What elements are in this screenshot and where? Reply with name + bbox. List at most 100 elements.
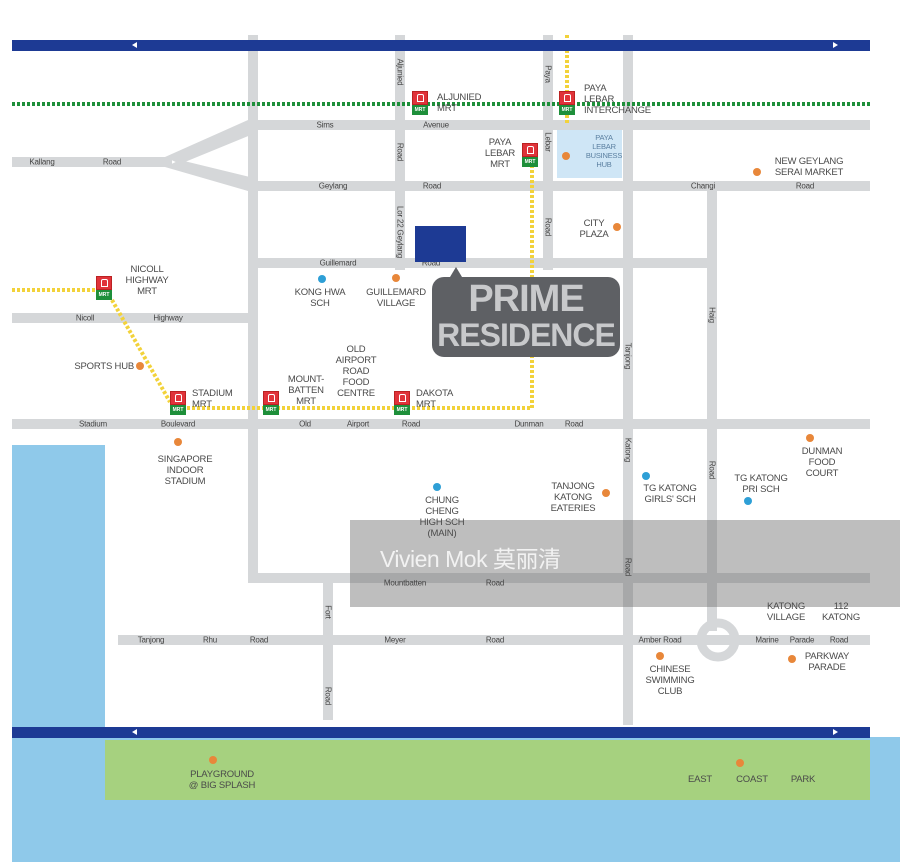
road-label: Road — [829, 635, 849, 645]
place-label-parkway-parade: PARKWAY PARADE — [804, 651, 850, 673]
road-label: Road — [485, 635, 505, 645]
place-label-kong-hwa-sch: KONG HWA SCH — [294, 287, 346, 309]
place-dot — [753, 168, 761, 176]
mrt-label-aljunied: ALJUNIED MRT — [437, 92, 482, 114]
road-label: Road — [323, 686, 333, 706]
road-label: Road — [422, 181, 442, 191]
watermark-text: Vivien Mok 莫丽清 — [380, 546, 561, 572]
place-dot — [392, 274, 400, 282]
place-dot — [602, 489, 610, 497]
road-label: Road — [102, 157, 122, 167]
road-label: Airport — [346, 419, 370, 429]
road-label: Nicoll — [75, 313, 95, 323]
road-label: Road — [543, 217, 553, 237]
mrt-label-mountbatten: MOUNT- BATTEN MRT — [287, 374, 325, 407]
place-dot — [613, 223, 621, 231]
place-dot — [788, 655, 796, 663]
road-label: Avenue — [423, 120, 449, 130]
place-label-east-coast-park: COAST — [736, 774, 768, 785]
place-label-tg-katong-girls-sch: TG KATONG GIRLS' SCH — [643, 483, 697, 505]
place-label-chinese-swimming-club: CHINESE SWIMMING CLUB — [645, 664, 695, 697]
place-label-city-plaza: CITY PLAZA — [579, 218, 609, 240]
road-label: Lebar — [543, 132, 553, 152]
road-label: Lor 22 Geylang — [395, 206, 405, 258]
mrt-label-paya-lebar: PAYA LEBAR MRT — [484, 137, 516, 170]
place-dot — [209, 756, 217, 764]
school-dot — [318, 275, 326, 283]
logo-line-1: PRIME — [468, 278, 584, 320]
roads — [12, 35, 870, 725]
mrt-label-paya-lebar-interchange: PAYA LEBAR INTERCHANGE — [584, 83, 651, 116]
expressways — [12, 40, 870, 738]
place-label-singapore-indoor-stadium: SINGAPORE INDOOR STADIUM — [157, 454, 213, 487]
place-label-katong-village: KATONG VILLAGE — [766, 601, 806, 623]
place-dot — [656, 652, 664, 660]
road-label: Road — [249, 635, 269, 645]
place-label-east-coast-park: PARK — [790, 774, 816, 785]
road-label: Rhu — [202, 635, 218, 645]
road-label: Road — [485, 578, 505, 588]
place-dot — [736, 759, 744, 767]
road-label: Road — [401, 419, 421, 429]
school-dot — [642, 472, 650, 480]
road-label: Fort — [323, 605, 333, 619]
road-label: Stadium — [79, 419, 107, 429]
mrt-label-nicoll-highway: NICOLL HIGHWAY MRT — [125, 264, 169, 297]
place-dot — [806, 434, 814, 442]
road-label: Katong — [623, 437, 633, 463]
place-label-sports-hub: SPORTS HUB — [74, 361, 134, 372]
road-label: Road — [395, 142, 405, 162]
road-label: Highway — [153, 313, 183, 323]
road-label: Tanjong — [623, 342, 633, 370]
road-label: Road — [564, 419, 584, 429]
place-label-old-airport-road-food-centre: OLD AIRPORT ROAD FOOD CENTRE — [335, 344, 377, 399]
logo-line-2: RESIDENCE — [437, 317, 616, 353]
roundabout — [696, 618, 740, 662]
mrt-station-icon: MRT — [522, 143, 538, 167]
road-label: Boulevard — [160, 419, 196, 429]
place-label-tg-katong-pri-sch: TG KATONG PRI SCH — [734, 473, 788, 495]
mrt-station-icon: MRT — [170, 391, 186, 415]
sea-west — [12, 445, 105, 745]
prime-residence-site-marker — [415, 226, 466, 262]
mrt-station-icon: MRT — [394, 391, 410, 415]
road-label: Road — [421, 258, 441, 268]
road-label: Road — [623, 557, 633, 577]
road-label: Aljunied — [395, 58, 405, 86]
road-label: Geylang — [318, 181, 348, 191]
road-label: Guillemard — [319, 258, 357, 268]
road-label: Haig — [707, 307, 717, 323]
mrt-station-icon: MRT — [559, 91, 575, 115]
road-label: Kallang — [29, 157, 55, 167]
road-label: Dunman — [514, 419, 544, 429]
place-dot — [174, 438, 182, 446]
road-label: Old — [299, 419, 311, 429]
prime-residence-logo: PRIME RESIDENCE — [432, 267, 620, 357]
east-coast-park-area — [105, 740, 870, 800]
place-label-new-geylang-serai-market: NEW GEYLANG SERAI MARKET — [774, 156, 844, 178]
place-label-big-splash: PLAYGROUND @ BIG SPLASH — [188, 769, 256, 791]
school-dot — [433, 483, 441, 491]
place-label-guillemard-village: GUILLEMARD VILLAGE — [366, 287, 426, 309]
place-label-paya-lebar-business-hub: PAYA LEBAR BUSINESS HUB — [585, 133, 623, 169]
mrt-label-stadium: STADIUM MRT — [192, 388, 233, 410]
mrt-station-icon: MRT — [263, 391, 279, 415]
place-label-112-katong: 112 KATONG — [821, 601, 861, 623]
logo-pointer — [450, 267, 462, 277]
mrt-station-icon: MRT — [412, 91, 428, 115]
road-label: Tanjong — [137, 635, 165, 645]
mrt-station-icon: MRT — [96, 276, 112, 300]
road-label: Parade — [789, 635, 815, 645]
road-label: Road — [707, 460, 717, 480]
road-label: Changi — [690, 181, 716, 191]
mrt-label-dakota: DAKOTA MRT — [416, 388, 454, 410]
road-label: Sims — [316, 120, 334, 130]
road-label: Amber Road — [638, 635, 682, 645]
place-label-tanjong-katong-eateries: TANJONG KATONG EATERIES — [550, 481, 596, 514]
road-label: Meyer — [384, 635, 406, 645]
place-dot — [562, 152, 570, 160]
road-label: Road — [795, 181, 815, 191]
road-label: Marine — [755, 635, 779, 645]
place-label-chung-cheng-high-sch: CHUNG CHENG HIGH SCH (MAIN) — [419, 495, 465, 539]
